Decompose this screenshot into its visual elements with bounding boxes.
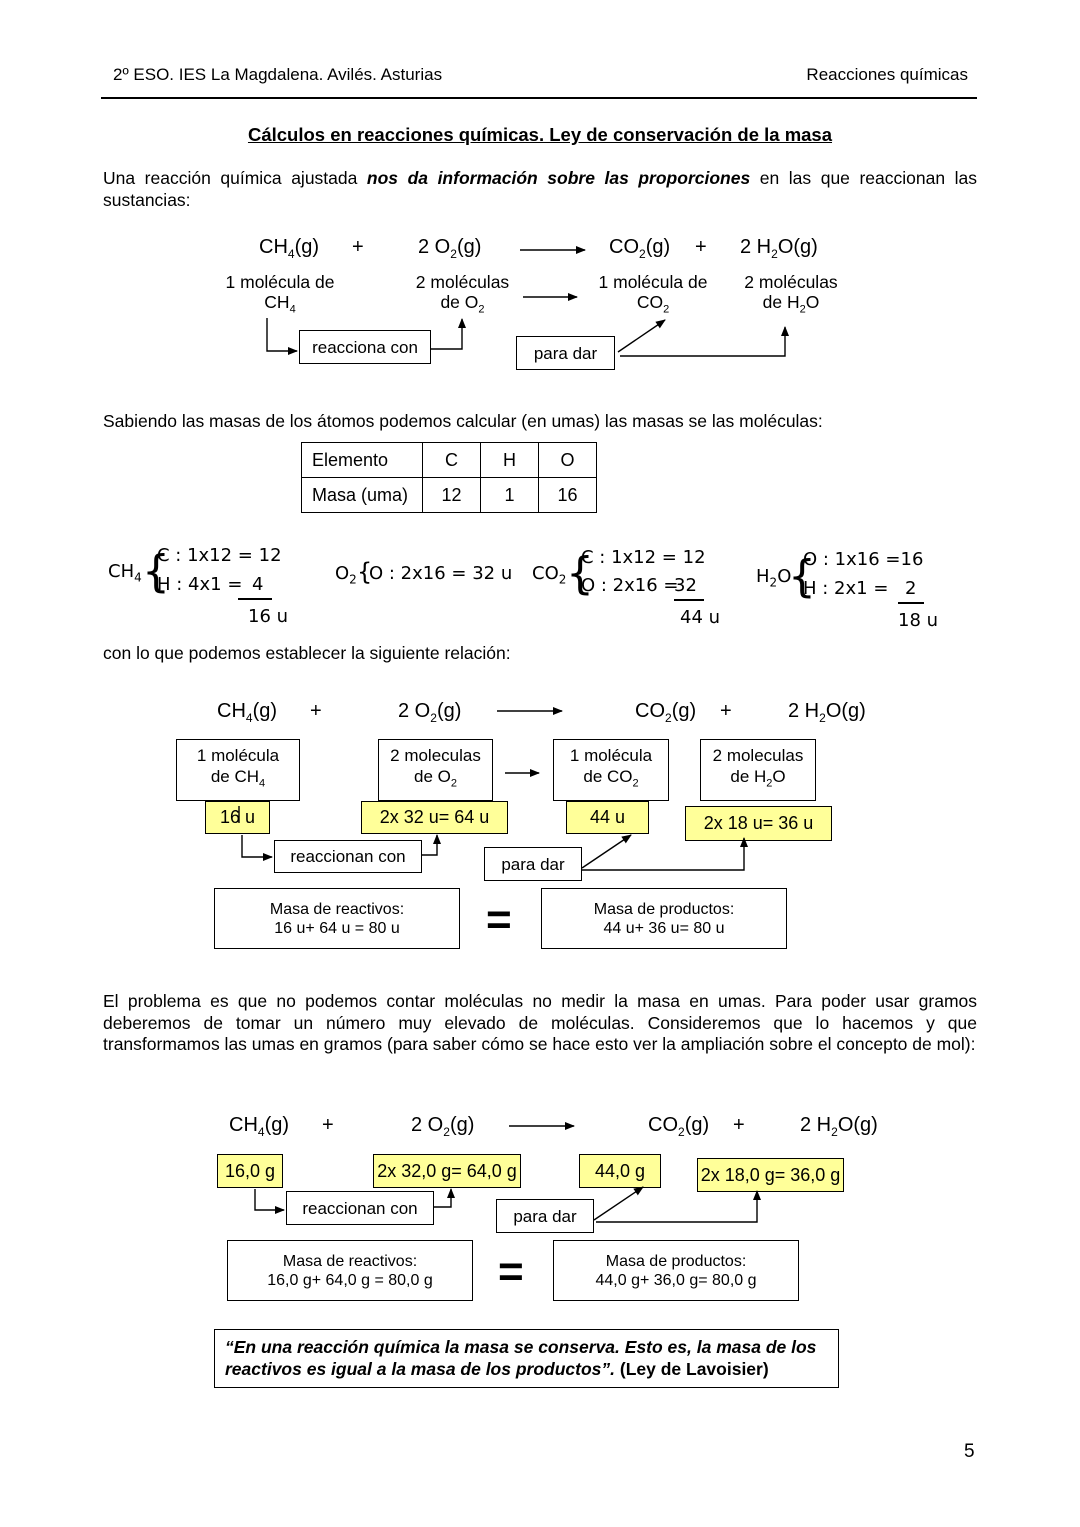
d3-reaccionan-box: reaccionan con bbox=[286, 1191, 434, 1225]
d2-product-mass-box: Masa de productos:44 u+ 36 u= 80 u bbox=[541, 888, 787, 949]
d3-para-dar-box: para dar bbox=[496, 1199, 594, 1233]
calc-o2: O : 2x16 = 32 u bbox=[369, 563, 513, 584]
table-header-o: O bbox=[538, 442, 597, 478]
d3-mass-o2: 2x 32,0 g= 64,0 g bbox=[373, 1154, 521, 1188]
calc-h2o-brace: { bbox=[788, 551, 816, 602]
atomic-mass-table: Elemento C H O Masa (uma) 12 1 16 bbox=[301, 442, 597, 513]
eq3-ch4: CH4(g) bbox=[229, 1114, 290, 1139]
d3-mass-co2: 44,0 g bbox=[579, 1154, 661, 1188]
eq2-plus2: + bbox=[720, 700, 732, 722]
calc-ch4-line bbox=[238, 598, 272, 600]
eq3-plus2: + bbox=[733, 1114, 745, 1136]
calc-h2o-hv: 2 bbox=[905, 578, 917, 599]
eq2-o2: 2 O2(g) bbox=[398, 700, 462, 725]
calc-ch4-hv: 4 bbox=[252, 574, 264, 595]
d3-mass-ch4: 16,0 g bbox=[217, 1154, 283, 1188]
d2-mass-ch4: 16 u bbox=[205, 801, 270, 834]
masses-paragraph: Sabiendo las masas de los átomos podemos… bbox=[103, 411, 823, 431]
intro-paragraph: Una reacción química ajustada nos da inf… bbox=[103, 168, 978, 210]
d2-para-dar-box: para dar bbox=[484, 847, 582, 881]
eq2-ch4: CH4(g) bbox=[217, 700, 278, 725]
eq2-h2o: 2 H2O(g) bbox=[788, 700, 866, 725]
eq3-h2o: 2 H2O(g) bbox=[800, 1114, 878, 1139]
eq3-co2: CO2(g) bbox=[648, 1114, 710, 1139]
table-row-masa: Masa (uma) bbox=[301, 477, 423, 513]
table-cell-h: 1 bbox=[480, 477, 539, 513]
eq2-plus: + bbox=[310, 700, 322, 722]
calc-co2-total: 44 u bbox=[680, 607, 721, 628]
d1-reacciona-box: reacciona con bbox=[299, 330, 431, 364]
calc-ch4-brace: { bbox=[142, 546, 170, 597]
calc-o2-label: O2 bbox=[335, 563, 357, 587]
header-right: Reacciones químicas bbox=[806, 65, 968, 84]
d3-equals: = bbox=[498, 1247, 524, 1296]
eq3-o2: 2 O2(g) bbox=[411, 1114, 475, 1139]
calc-co2-brace: { bbox=[566, 548, 594, 599]
lavoisier-law-box: “En una reacción química la masa se cons… bbox=[214, 1329, 839, 1388]
table-header-elemento: Elemento bbox=[301, 442, 423, 478]
d2-mass-co2: 44 u bbox=[566, 801, 649, 834]
problem-paragraph: El problema es que no podemos contar mol… bbox=[103, 991, 977, 1054]
d3-product-mass-box: Masa de productos:44,0 g+ 36,0 g= 80,0 g bbox=[553, 1240, 799, 1301]
page-title: Cálculos en reacciones químicas. Ley de … bbox=[247, 124, 833, 145]
calc-co2-line bbox=[674, 599, 704, 601]
d2-equals: = bbox=[486, 895, 512, 944]
eq1-co2: CO2(g) bbox=[609, 236, 671, 261]
calc-ch4-total: 16 u bbox=[248, 606, 289, 627]
calc-ch4-c: C : 1x12 = 12 bbox=[157, 545, 282, 566]
header-rule bbox=[101, 97, 977, 99]
d2-mass-o2: 2x 32 u= 64 u bbox=[361, 801, 508, 834]
calc-ch4-label: CH4 bbox=[108, 561, 142, 585]
calc-h2o-total: 18 u bbox=[898, 610, 939, 631]
page-number: 5 bbox=[964, 1441, 975, 1462]
calc-o2-brace: { bbox=[357, 558, 373, 586]
calc-h2o-o: O : 1x16 =16 bbox=[803, 549, 924, 570]
d2-reactant-mass-box: Masa de reactivos:16 u+ 64 u = 80 u bbox=[214, 888, 460, 949]
eq3-plus: + bbox=[322, 1114, 334, 1136]
calc-h2o-h: H : 2x1 = bbox=[803, 578, 889, 599]
calc-co2-c: C : 1x12 = 12 bbox=[581, 547, 706, 568]
calc-co2-ov: 32 bbox=[674, 575, 697, 596]
d3-mass-h2o: 2x 18,0 g= 36,0 g bbox=[697, 1158, 844, 1192]
header-left: 2º ESO. IES La Magdalena. Avilés. Asturi… bbox=[113, 65, 443, 84]
eq1-plus: + bbox=[352, 236, 364, 258]
calc-co2-label: CO2 bbox=[532, 563, 567, 587]
eq1-h2o: 2 H2O(g) bbox=[740, 236, 818, 261]
table-cell-c: 12 bbox=[422, 477, 481, 513]
calc-h2o-label: H2O bbox=[756, 566, 792, 590]
eq1-o2: 2 O2(g) bbox=[418, 236, 482, 261]
relation-paragraph: con lo que podemos establecer la siguien… bbox=[103, 643, 511, 663]
d2-reaccionan-box: reaccionan con bbox=[274, 840, 422, 873]
d2-mass-h2o: 2x 18 u= 36 u bbox=[685, 806, 832, 841]
eq1-plus2: + bbox=[695, 236, 707, 258]
table-cell-o: 16 bbox=[538, 477, 597, 513]
d1-para-dar-box: para dar bbox=[516, 336, 615, 370]
calc-co2-o: O : 2x16 = bbox=[581, 575, 679, 596]
calc-ch4-h: H : 4x1 = bbox=[157, 574, 243, 595]
eq1-ch4: CH4(g) bbox=[259, 236, 320, 261]
eq2-co2: CO2(g) bbox=[635, 700, 697, 725]
d3-reactant-mass-box: Masa de reactivos:16,0 g+ 64,0 g = 80,0 … bbox=[227, 1240, 473, 1301]
calc-h2o-line bbox=[898, 602, 924, 604]
